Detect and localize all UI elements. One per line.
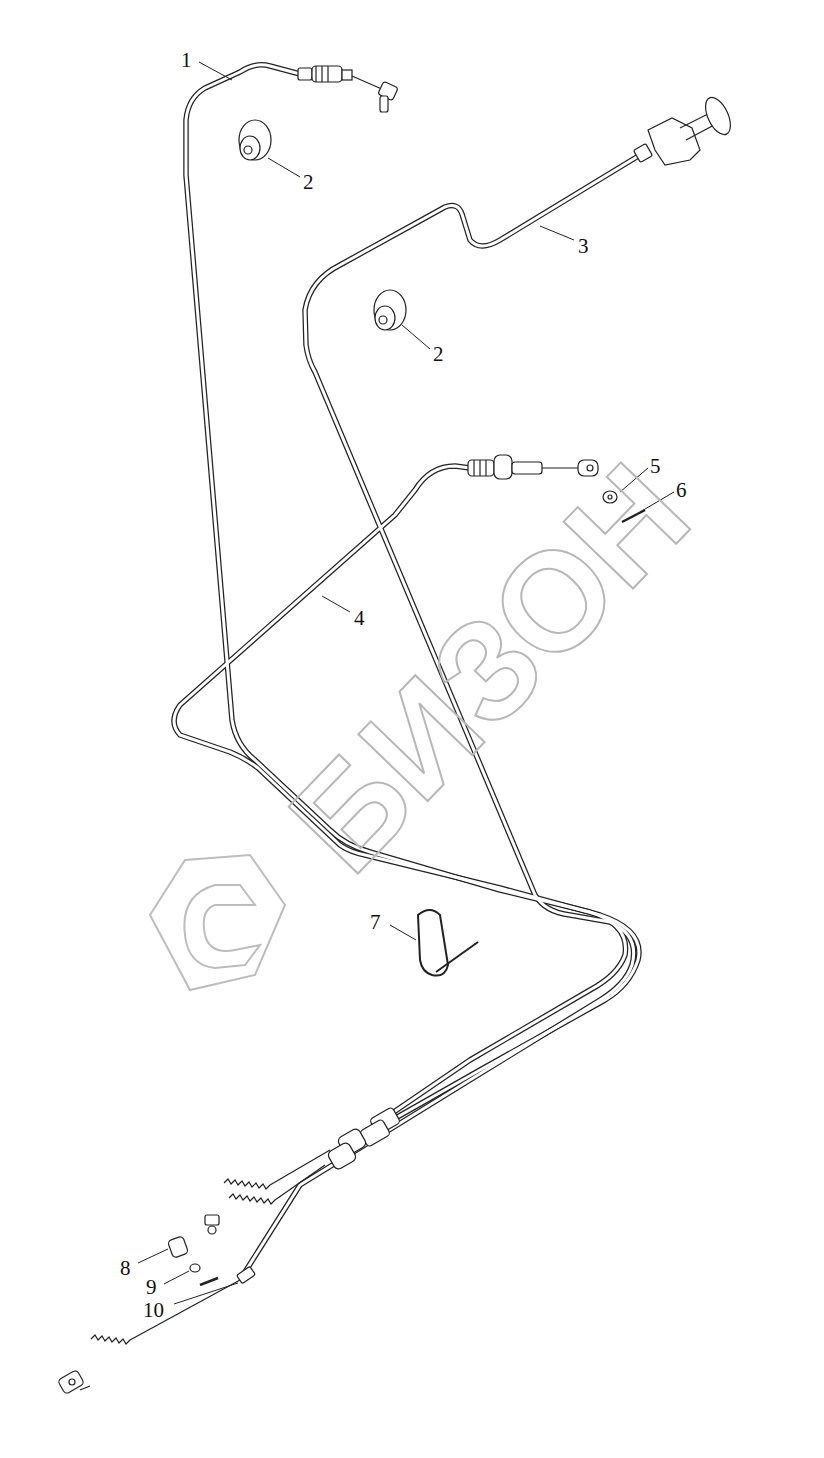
callout-number: 6 [676, 480, 687, 501]
callout-number: 10 [143, 1300, 164, 1321]
watermark-logo [150, 855, 285, 990]
watermark: БИЗОН [267, 441, 713, 896]
callout-number: 2 [433, 344, 444, 365]
callout-number: 5 [650, 456, 661, 477]
callout-number: 7 [370, 912, 381, 933]
callout-number: 3 [578, 236, 589, 257]
callout-number: 1 [181, 50, 192, 71]
callout-number: 2 [303, 172, 314, 193]
callout-number: 4 [354, 608, 365, 629]
fittings [57, 66, 735, 1394]
callout-number: 9 [146, 1277, 157, 1298]
callout-number: 8 [120, 1258, 131, 1279]
